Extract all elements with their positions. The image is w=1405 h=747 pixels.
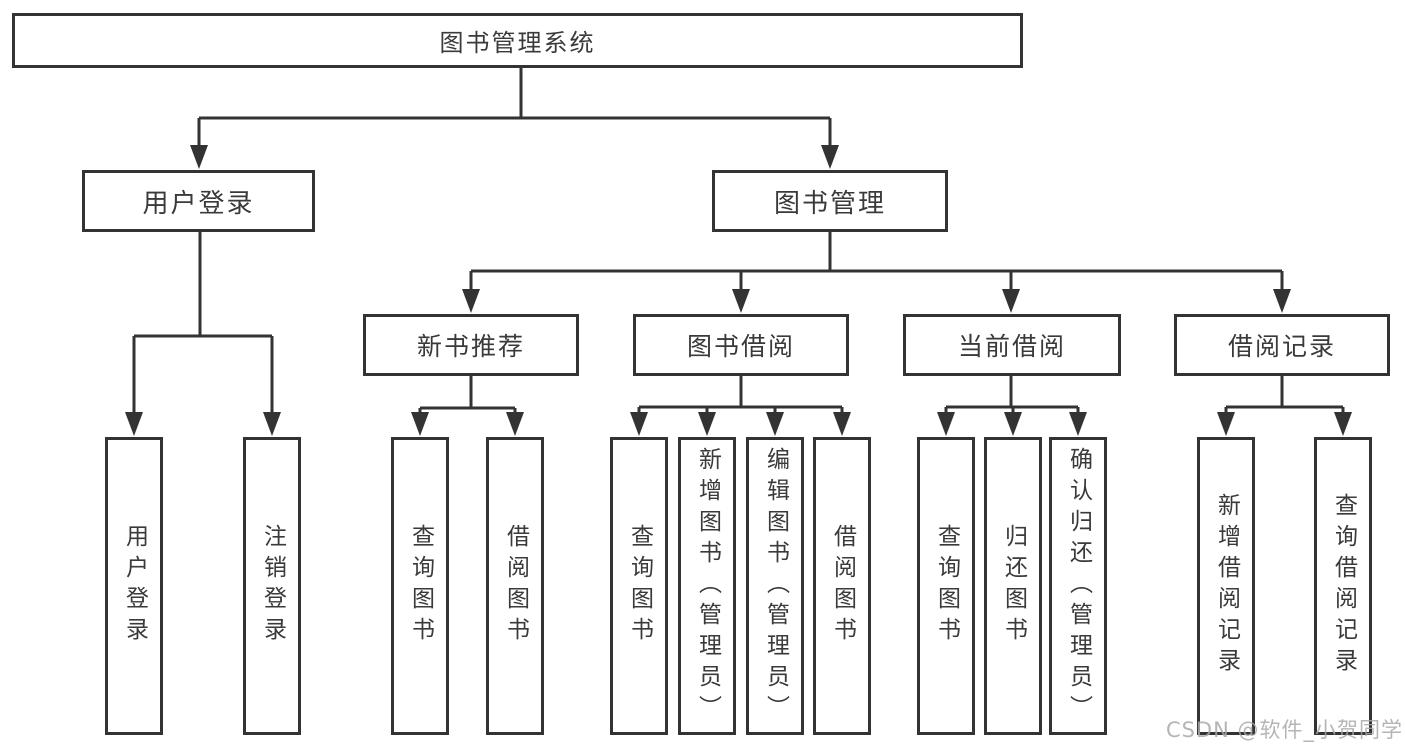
tree-branch-lines [132, 68, 1345, 424]
node-book-borrowing: 图书借阅 [633, 314, 849, 376]
node-user-login: 用户登录 [82, 170, 315, 232]
arrowheads [125, 145, 1352, 436]
leaf-newbook-query-books: 查询图书 [391, 437, 449, 735]
leaf-records-add-borrow-record: 新增借阅记录 [1197, 437, 1255, 735]
leaf-borrowing-query-books: 查询图书 [610, 437, 668, 735]
leaf-current-confirm-return-admin: 确认归还（管理员） [1049, 437, 1107, 735]
leaf-current-query-books: 查询图书 [917, 437, 975, 735]
leaf-records-query-borrow-record: 查询借阅记录 [1314, 437, 1372, 735]
leaf-borrowing-borrow-books: 借阅图书 [813, 437, 871, 735]
leaf-newbook-borrow-books: 借阅图书 [486, 437, 544, 735]
node-library-management-system: 图书管理系统 [12, 13, 1023, 68]
leaf-logout: 注销登录 [243, 437, 301, 735]
leaf-borrowing-edit-books-admin: 编辑图书（管理员） [746, 437, 804, 735]
leaf-borrowing-add-books-admin: 新增图书（管理员） [678, 437, 736, 735]
node-book-management: 图书管理 [712, 170, 948, 232]
leaf-current-return-books: 归还图书 [984, 437, 1042, 735]
node-new-book-recommend: 新书推荐 [363, 314, 579, 376]
node-borrowing-records: 借阅记录 [1174, 314, 1390, 376]
csdn-watermark: CSDN @软件_小贺同学 [1165, 718, 1403, 742]
leaf-user-login: 用户登录 [105, 437, 163, 735]
node-current-borrowing: 当前借阅 [903, 314, 1121, 376]
